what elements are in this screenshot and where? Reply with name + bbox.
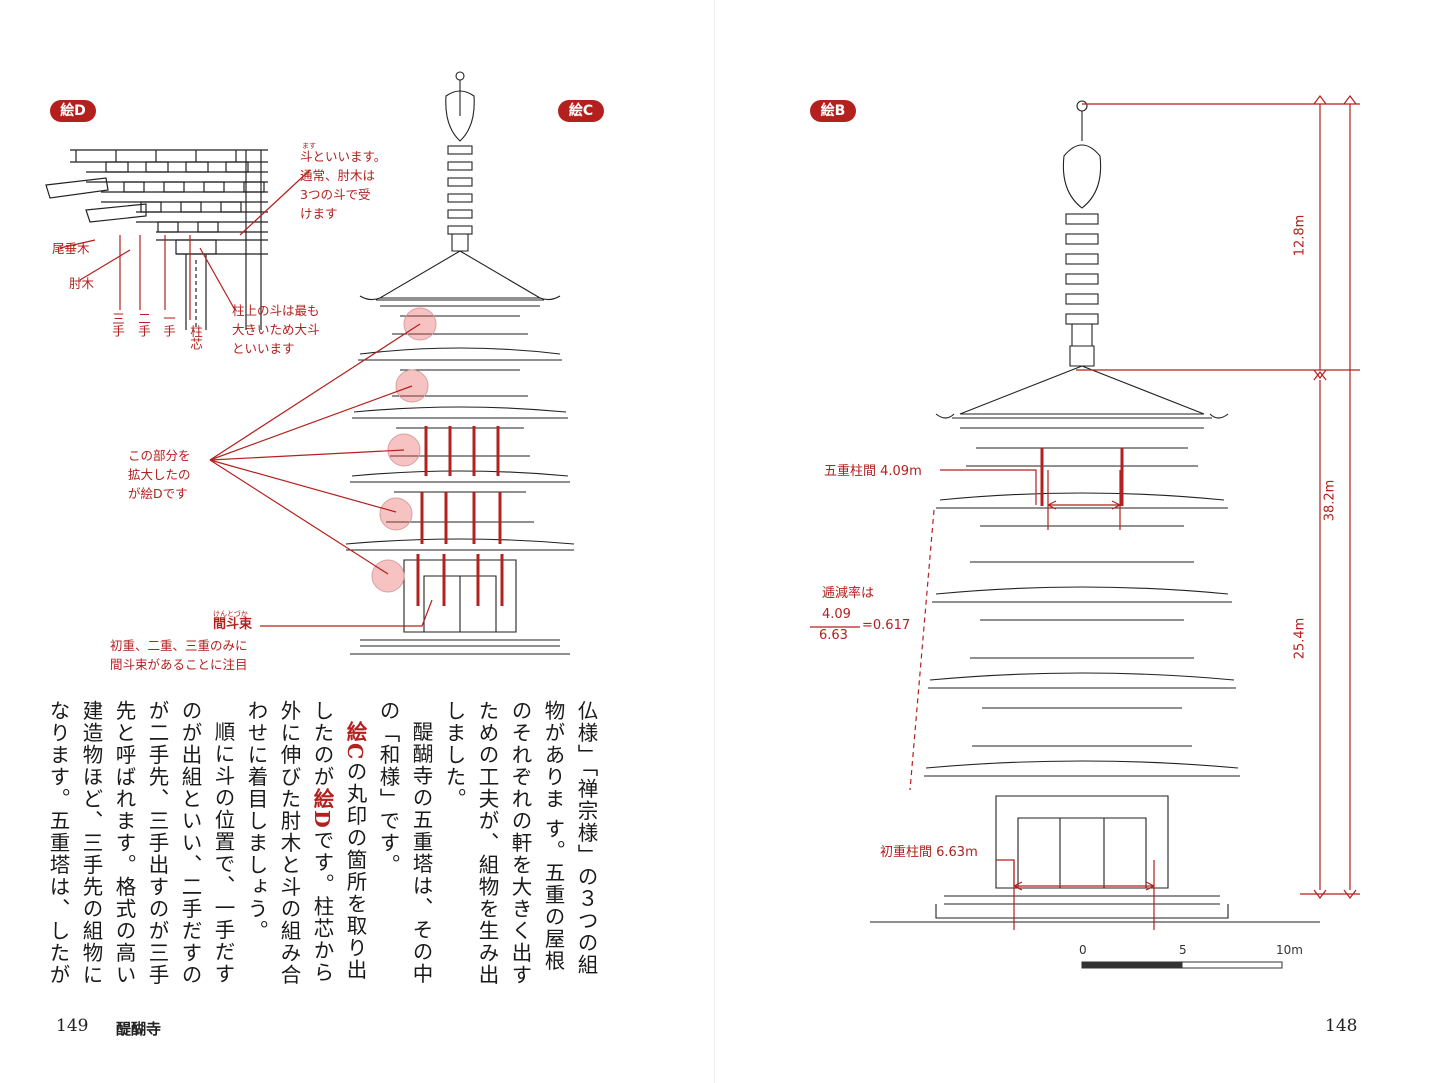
body-text-run: 順に斗の位置で、一手だすのが出組といい、二手だすのが二手先、三手出すのが三手先と… (46, 700, 235, 986)
scale-10: 10m (1276, 943, 1303, 957)
figure-b-badge: 絵B (810, 100, 856, 122)
label-sante: 三手 (110, 312, 125, 337)
body-text-run: 醍醐寺の五重塔は、その中の「和様」です。 (376, 700, 433, 985)
label-bottom-bay: 初重柱間 6.63m (880, 845, 978, 860)
scale-5: 5 (1179, 943, 1187, 957)
dim-total-label: 38.2m (1322, 479, 1338, 522)
label-hashirashin: 柱芯 (188, 325, 203, 350)
figure-c-badge: 絵C (558, 100, 604, 122)
page-number-left: 149 (56, 1016, 89, 1036)
ratio-result: =0.617 (862, 618, 911, 633)
label-kento: けんとづか 間斗束 (213, 610, 253, 634)
figure-c-leaders (209, 323, 433, 627)
figure-d-badge: 絵D (50, 100, 96, 122)
dim-body-label: 25.4m (1292, 617, 1308, 660)
figure-reference: 絵D (310, 788, 334, 830)
note-to-text: 斗といいます。 通常、肘木は 3つの斗で受 けます (300, 149, 387, 221)
body-text-run: の丸印の箇所を取り出したのが (310, 700, 367, 981)
label-itte: 一手 (161, 312, 176, 337)
page-number-right: 148 (1325, 1016, 1358, 1036)
body-paragraph: 仏様」「禅宗様」の３つの組物がありま す。五重の屋根のそれぞれの軒を大きく出すた… (437, 700, 602, 990)
body-text-run: 仏様」「禅宗様」の３つの組物がありま す。五重の屋根のそれぞれの軒を大きく出すた… (442, 700, 598, 986)
note-to-ruby: ます (302, 142, 316, 150)
ratio-numerator: 4.09 (822, 607, 851, 622)
figure-b-dimensions (810, 95, 1360, 930)
pagoda-drawing-b (870, 100, 1320, 923)
label-kento-ruby: けんとづか (213, 610, 248, 618)
scale-bar (1081, 961, 1283, 969)
label-top-bay: 五重柱間 4.09m (824, 464, 922, 479)
body-paragraph: 順に斗の位置で、一手だすのが出組といい、二手だすのが二手先、三手出すのが三手先と… (42, 700, 239, 990)
body-paragraph: 醍醐寺の五重塔は、その中の「和様」です。 (371, 700, 437, 990)
label-nite: 二手 (136, 312, 151, 337)
dim-spire-label: 12.8m (1292, 214, 1308, 257)
label-hijiki: 肘木 (69, 276, 95, 291)
scale-0: 0 (1079, 943, 1087, 957)
running-head: 醍醐寺 (116, 1020, 162, 1038)
note-to-label: ます 斗といいます。 通常、肘木は 3つの斗で受 けます (300, 142, 387, 223)
body-paragraph: 絵Cの丸印の箇所を取り出したのが絵Dです。柱芯から外に伸びた肘木と斗の組み合わせ… (239, 700, 371, 990)
label-kento-text: 間斗束 (213, 617, 253, 632)
label-odaruki: 尾垂木 (52, 241, 90, 256)
gutter (714, 0, 715, 1083)
ratio-denominator: 6.63 (819, 628, 848, 643)
label-reduction: 逓減率は (822, 586, 875, 601)
body-text: 仏様」「禅宗様」の３つの組物がありま す。五重の屋根のそれぞれの軒を大きく出すた… (42, 700, 602, 990)
figure-reference: 絵C (343, 720, 367, 761)
bracket-detail-drawing (45, 149, 268, 330)
note-daito: 柱上の斗は最も 大きいため大斗 といいます (232, 303, 320, 356)
note-kento: 初重、二重、三重のみに 間斗束があることに注目 (110, 638, 248, 672)
figure-d-leaders (59, 169, 311, 320)
note-zoom: この部分を 拡大したの が絵Dです (128, 448, 191, 501)
body-text-run: です。柱芯から外に伸びた肘木と斗の組み合わせに着目しましょう。 (244, 700, 334, 986)
